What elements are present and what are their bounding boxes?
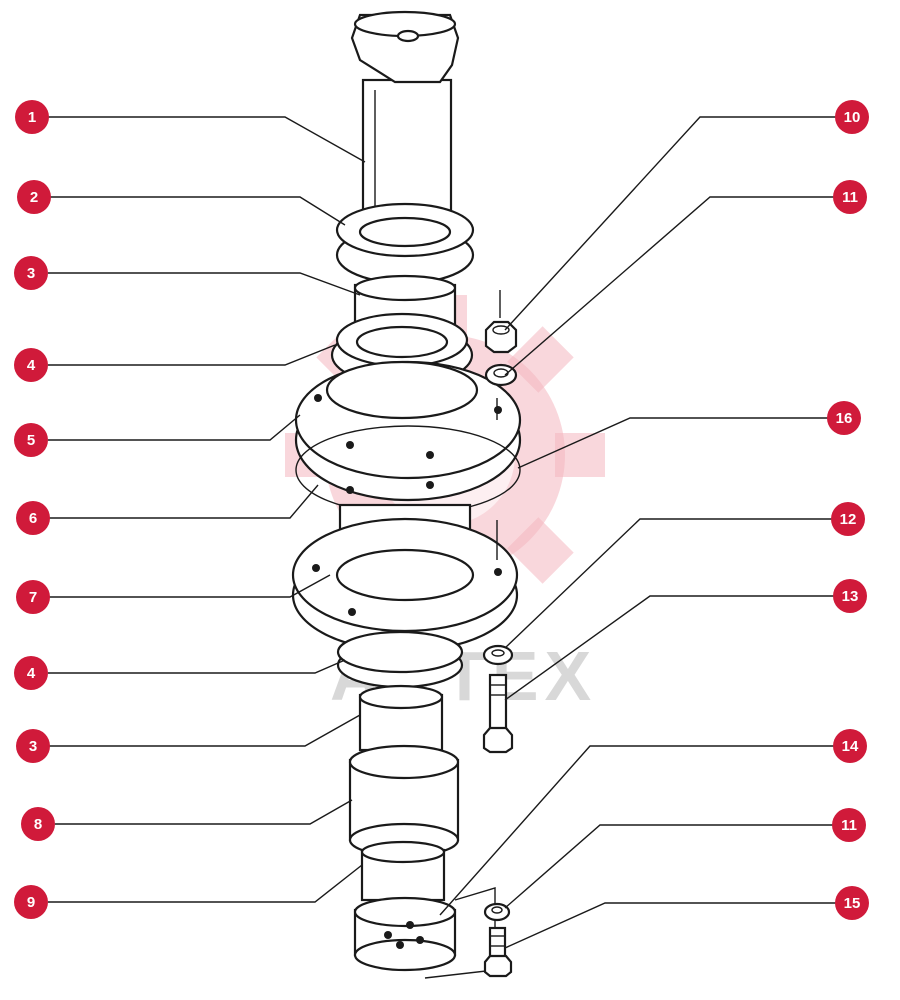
callouts-left: 1 2 3 4 5 6 7 4 [14, 100, 55, 919]
callout-2: 2 [17, 180, 51, 214]
svg-text:6: 6 [29, 510, 37, 527]
callout-1: 1 [15, 100, 49, 134]
callout-4-lower: 4 [14, 656, 48, 690]
part-8-sleeve [348, 744, 460, 858]
svg-text:2: 2 [30, 189, 38, 206]
leader-lines [48, 116, 850, 949]
svg-text:3: 3 [29, 738, 37, 755]
svg-text:12: 12 [840, 511, 857, 528]
part-7-flange-lower [291, 503, 519, 653]
callouts-right: 10 11 16 12 13 14 11 15 [827, 100, 869, 920]
callout-15: 15 [835, 886, 869, 920]
svg-text:5: 5 [27, 432, 35, 449]
callout-3-upper: 3 [14, 256, 48, 290]
svg-text:8: 8 [34, 816, 42, 833]
svg-text:13: 13 [842, 588, 859, 605]
callout-4-upper: 4 [14, 348, 48, 382]
svg-text:10: 10 [844, 109, 861, 126]
part-14-end-cap [353, 887, 496, 979]
part-3-bearing-lower [358, 684, 444, 752]
svg-text:15: 15 [844, 895, 861, 912]
svg-text:7: 7 [29, 589, 37, 606]
part-15-bolt-short [483, 926, 513, 978]
callout-11-lower: 11 [832, 808, 866, 842]
svg-text:4: 4 [27, 357, 36, 374]
svg-text:16: 16 [836, 410, 853, 427]
svg-text:1: 1 [28, 109, 36, 126]
callout-6: 6 [16, 501, 50, 535]
callout-11-upper: 11 [833, 180, 867, 214]
part-10-nut [484, 290, 518, 354]
callout-9: 9 [14, 885, 48, 919]
svg-text:9: 9 [27, 894, 35, 911]
callout-16: 16 [827, 401, 861, 435]
part-13-bolt [482, 673, 514, 754]
svg-text:4: 4 [27, 665, 36, 682]
svg-text:3: 3 [27, 265, 35, 282]
part-11-washer-upper [484, 363, 518, 420]
part-11-washer-bottom [483, 902, 511, 922]
callout-14: 14 [833, 729, 867, 763]
callout-12: 12 [831, 502, 865, 536]
part-4-seal-lower [336, 630, 464, 689]
part-5-flange [294, 360, 522, 502]
callout-3-lower: 3 [16, 729, 50, 763]
svg-text:14: 14 [842, 738, 859, 755]
callout-10: 10 [835, 100, 869, 134]
svg-text:11: 11 [841, 817, 857, 834]
callout-7: 7 [16, 580, 50, 614]
part-12-washer-lower [482, 520, 514, 666]
shaft-assembly [291, 10, 522, 979]
callout-13: 13 [833, 579, 867, 613]
callout-5: 5 [14, 423, 48, 457]
svg-text:11: 11 [842, 189, 858, 206]
part-9-lower-sleeve [360, 840, 446, 902]
callout-8: 8 [21, 807, 55, 841]
part-2-ring [335, 202, 475, 285]
